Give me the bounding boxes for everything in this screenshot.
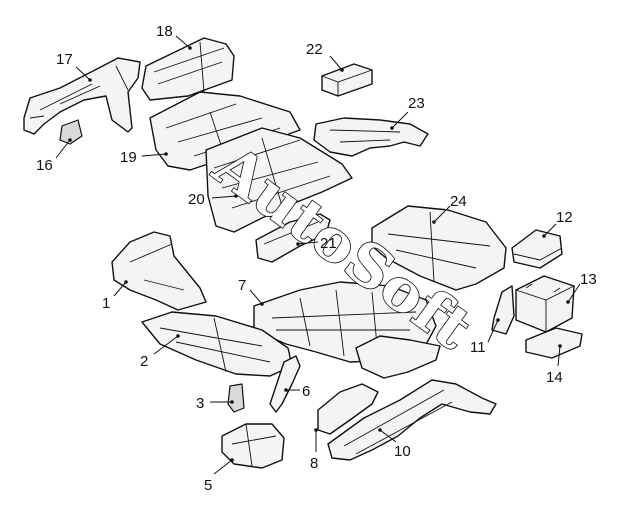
callout-20: 20	[188, 191, 238, 208]
svg-text:11: 11	[470, 339, 486, 356]
part-12-box	[511, 229, 563, 269]
svg-text:23: 23	[408, 95, 425, 112]
svg-text:5: 5	[204, 477, 212, 494]
svg-text:3: 3	[196, 395, 204, 412]
part-5-mount	[221, 423, 285, 469]
callout-21: 21	[296, 235, 337, 252]
part-24-rear-floor	[371, 205, 507, 291]
svg-text:6: 6	[302, 383, 310, 400]
svg-text:8: 8	[310, 455, 318, 472]
callout-13: 13	[566, 271, 597, 304]
callout-19: 19	[120, 149, 168, 166]
part-18-upper-panel	[141, 37, 235, 101]
svg-text:21: 21	[320, 235, 337, 252]
part-13-battery	[515, 275, 575, 333]
callout-2: 2	[140, 334, 180, 370]
callout-11: 11	[470, 318, 500, 356]
svg-text:10: 10	[394, 443, 411, 460]
svg-text:19: 19	[120, 149, 137, 166]
part-14-tray	[525, 327, 583, 359]
part-20-tunnel-panel	[205, 127, 353, 233]
svg-text:2: 2	[140, 353, 148, 370]
part-16-bracket	[59, 119, 83, 145]
part-17-front-side-member	[23, 57, 141, 135]
callout-18: 18	[156, 23, 192, 50]
callout-1: 1	[102, 280, 128, 312]
part-crossmember-rear	[355, 335, 441, 379]
callout-10: 10	[378, 428, 411, 460]
svg-text:14: 14	[546, 369, 563, 386]
callout-3: 3	[196, 395, 234, 412]
svg-text:7: 7	[238, 277, 246, 294]
svg-text:13: 13	[580, 271, 597, 288]
svg-text:22: 22	[306, 41, 323, 58]
callout-22: 22	[306, 41, 344, 72]
part-3-small-bracket	[227, 383, 245, 413]
svg-text:24: 24	[450, 193, 467, 210]
callout-14: 14	[546, 344, 563, 386]
svg-text:12: 12	[556, 209, 573, 226]
callout-7: 7	[238, 277, 264, 306]
svg-text:18: 18	[156, 23, 173, 40]
callout-5: 5	[204, 458, 234, 494]
callout-24: 24	[432, 193, 467, 224]
callout-6: 6	[284, 383, 310, 400]
callout-17: 17	[56, 51, 92, 82]
callout-8: 8	[310, 428, 318, 472]
part-23-duct	[313, 117, 429, 157]
part-21-crossmember	[255, 213, 331, 263]
callout-12: 12	[542, 209, 573, 238]
part-10-rear-side-member	[327, 379, 497, 461]
part-1-side-bracket	[111, 231, 207, 311]
part-8-rail	[317, 383, 379, 435]
part-6-strut	[269, 355, 301, 413]
svg-text:1: 1	[102, 295, 110, 312]
svg-text:17: 17	[56, 51, 73, 68]
callout-16: 16	[36, 138, 72, 174]
callout-23: 23	[390, 95, 425, 130]
part-22-block	[321, 63, 373, 97]
svg-text:16: 16	[36, 157, 53, 174]
svg-text:20: 20	[188, 191, 205, 208]
